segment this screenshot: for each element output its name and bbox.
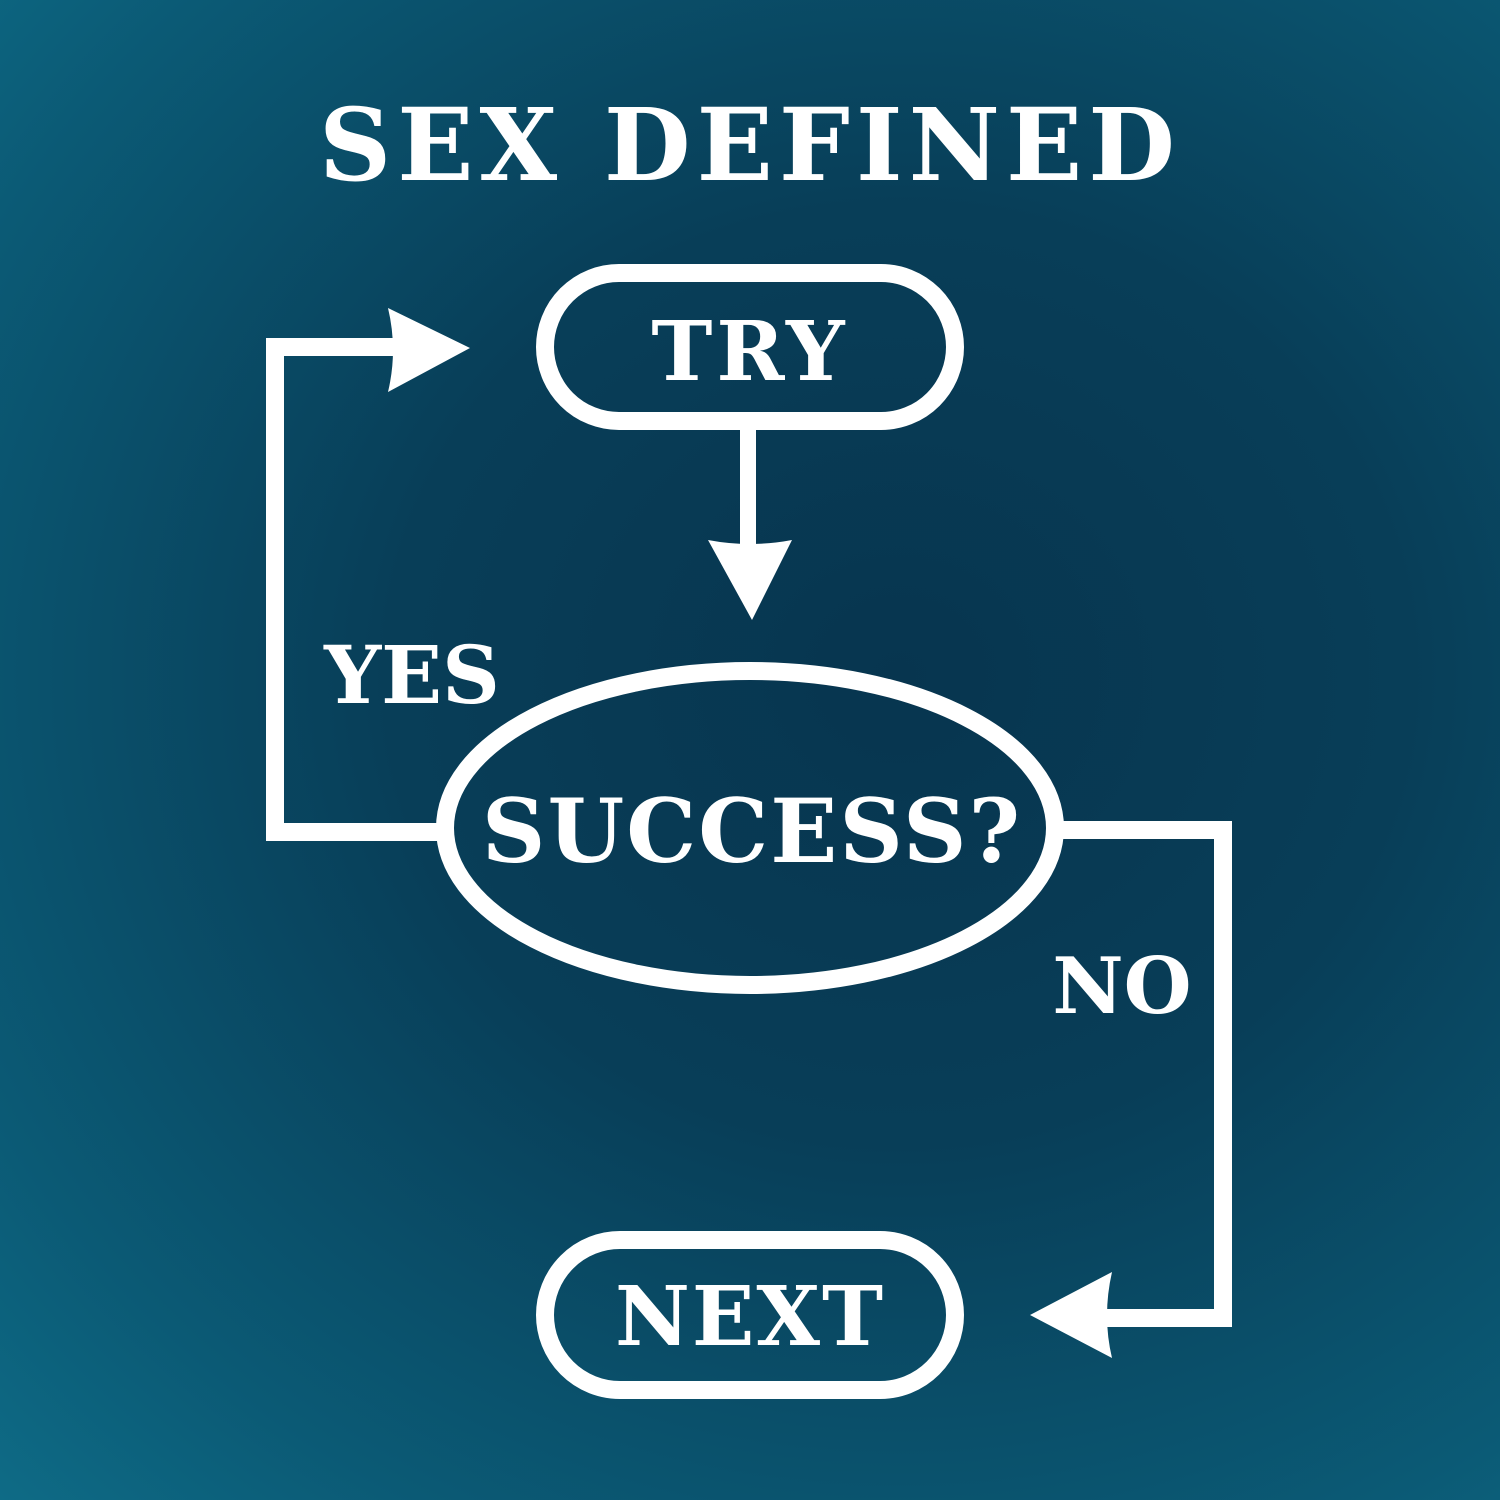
node-next: NEXT xyxy=(536,1231,964,1399)
arrow-yes-loop xyxy=(266,308,470,841)
next-label: NEXT xyxy=(615,1269,885,1365)
try-label: TRY xyxy=(651,304,848,400)
node-success: SUCCESS? xyxy=(436,662,1064,994)
arrow-try-to-success xyxy=(708,428,792,620)
edge-label-no: NO xyxy=(1052,941,1191,1032)
node-try: TRY xyxy=(536,264,964,430)
diagram-title: SEX DEFINED xyxy=(319,86,1181,204)
next-pill-shape xyxy=(536,1231,964,1399)
try-pill-shape xyxy=(536,264,964,430)
success-label: SUCCESS? xyxy=(482,779,1022,883)
arrow-no-path xyxy=(1030,821,1232,1358)
edge-label-yes: YES xyxy=(323,628,500,722)
